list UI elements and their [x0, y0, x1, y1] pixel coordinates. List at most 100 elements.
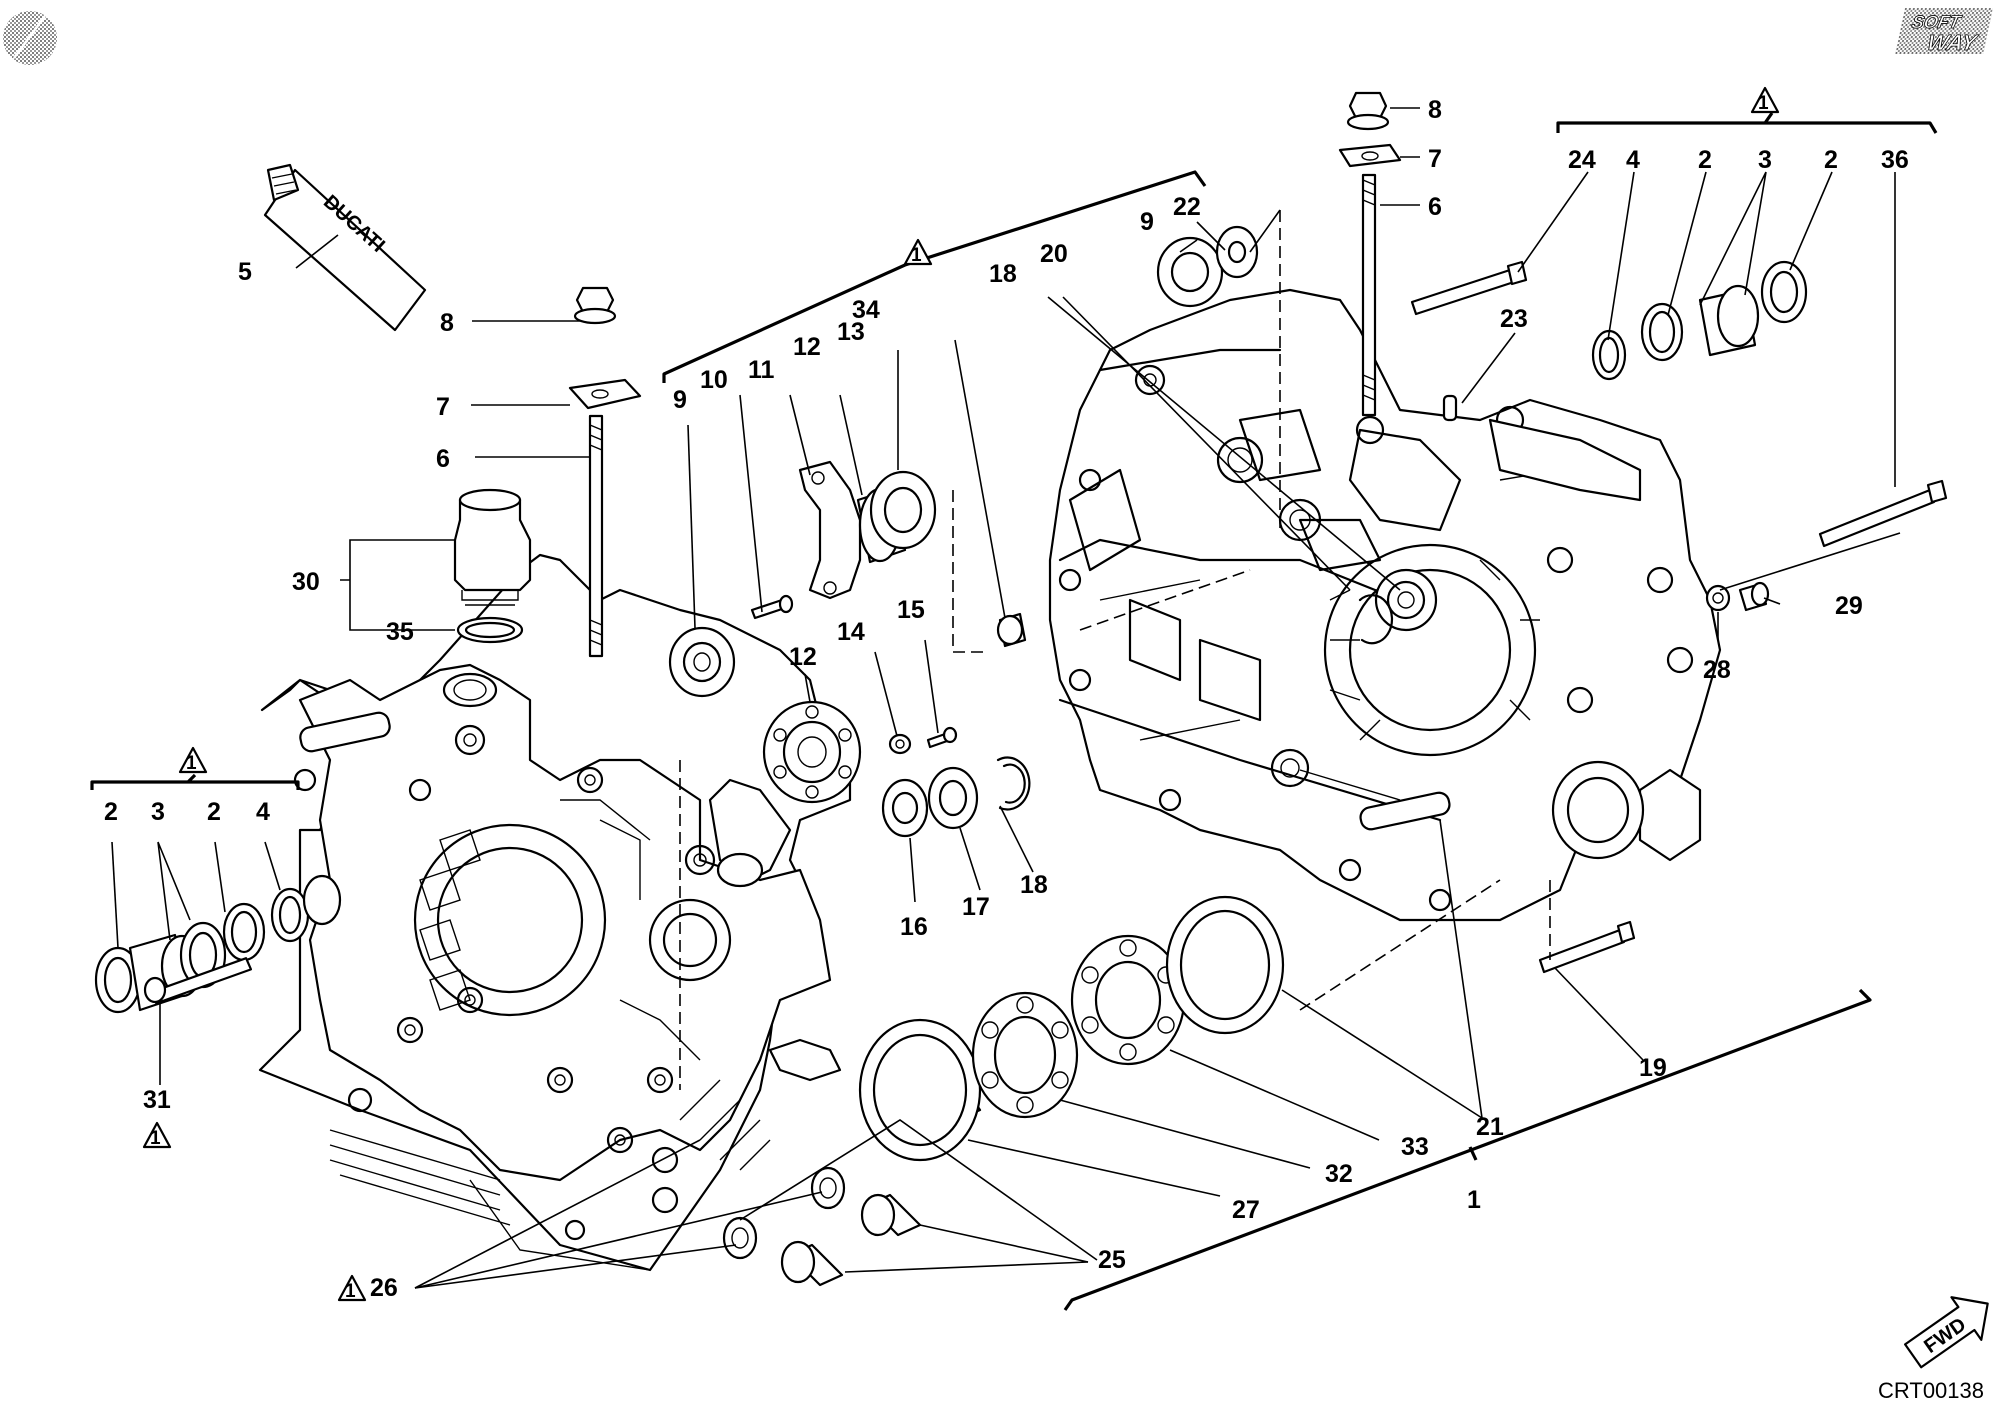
- kit-bracket-bottom: [1063, 988, 1872, 1311]
- callout-13: 13: [837, 318, 865, 346]
- callout-34: 34: [852, 296, 880, 324]
- callout-4: 4: [256, 798, 270, 826]
- callout-9: 9: [1140, 208, 1154, 236]
- callout-30: 30: [292, 568, 320, 596]
- washer-28: [1705, 584, 1731, 612]
- kit-symbol-label: 1: [1758, 93, 1769, 114]
- circlip-18: [996, 756, 1031, 811]
- callout-24: 24: [1568, 146, 1596, 174]
- callout-3: 3: [151, 798, 165, 826]
- callout-2: 2: [1824, 146, 1838, 174]
- callout-8: 8: [440, 309, 454, 337]
- bolt-31: [143, 957, 253, 1005]
- logo-line1: SOFT: [1910, 12, 1964, 32]
- washer-22: [1215, 225, 1259, 279]
- left-crankcase-half: [258, 553, 852, 1272]
- callout-15: 15: [897, 596, 925, 624]
- right-crankcase-half: [1048, 288, 1722, 922]
- callout-labels: 1 2 2 2 2 3 3 4 4 5 6 6 7 7 8 8 9 9 10 1…: [104, 96, 1909, 1302]
- plug-25-lower: [780, 1240, 844, 1287]
- callout-1: 1: [1467, 1186, 1481, 1214]
- kit-bracket-top-right: [1556, 112, 1938, 134]
- bearing-12-lower: [762, 700, 862, 804]
- bush-27: [858, 1018, 982, 1162]
- callout-23: 23: [1500, 305, 1528, 333]
- kit-symbols: 1 1 1 1 1: [142, 86, 1780, 1302]
- callout-18: 18: [1020, 871, 1048, 899]
- callout-12: 12: [793, 333, 821, 361]
- right-stud-assembly: [1338, 91, 1402, 417]
- softway-logo: SOFT WAY: [1895, 8, 1993, 55]
- callout-8: 8: [1428, 96, 1442, 124]
- callout-18: 18: [989, 260, 1017, 288]
- callout-19: 19: [1639, 1054, 1667, 1082]
- callout-14: 14: [837, 618, 865, 646]
- sealant-tube: DUCATI: [263, 163, 427, 332]
- circlip-20: [1358, 594, 1394, 645]
- bearing-9-left: [668, 626, 736, 698]
- dowel-23: [1442, 394, 1458, 422]
- seal-13: [869, 470, 937, 550]
- kit-symbol-label: 1: [150, 1128, 161, 1149]
- logo-line2: WAY: [1925, 30, 1981, 55]
- callout-9: 9: [673, 386, 687, 414]
- bolt-19: [1538, 920, 1636, 974]
- callout-28: 28: [1703, 656, 1731, 684]
- callout-10: 10: [700, 366, 728, 394]
- plug-25-upper: [860, 1193, 922, 1237]
- callout-22: 22: [1173, 193, 1201, 221]
- callout-2: 2: [207, 798, 221, 826]
- forward-arrow-icon: FWD: [1904, 1296, 1989, 1369]
- callout-3: 3: [1758, 146, 1772, 174]
- callout-6: 6: [1428, 193, 1442, 221]
- bearing-32: [971, 991, 1079, 1119]
- callout-20: 20: [1040, 240, 1068, 268]
- bearing-9-right: [1156, 236, 1224, 308]
- callout-17: 17: [962, 893, 990, 921]
- kit-symbol-label: 1: [345, 1281, 356, 1302]
- washer-14: [888, 733, 912, 755]
- alignment-lines: [679, 210, 1551, 1090]
- callout-21: 21: [1476, 1113, 1504, 1141]
- callout-2: 2: [104, 798, 118, 826]
- callout-26: 26: [370, 1274, 398, 1302]
- callout-29: 29: [1835, 592, 1863, 620]
- right-main-bearing-stack: [1591, 260, 1808, 381]
- retainer-plate-11: [798, 460, 862, 600]
- callout-27: 27: [1232, 1196, 1260, 1224]
- callout-25: 25: [1098, 1246, 1126, 1274]
- callout-35: 35: [386, 618, 414, 646]
- washer-26-lower: [722, 1216, 758, 1260]
- left-stud-assembly: [568, 286, 642, 658]
- callout-2: 2: [1698, 146, 1712, 174]
- callout-32: 32: [1325, 1160, 1353, 1188]
- kit-symbol-label: 1: [186, 753, 197, 774]
- bearing-17: [927, 766, 979, 830]
- bush-21: [1165, 895, 1285, 1035]
- seal-16: [881, 778, 929, 838]
- plug-29: [1738, 581, 1770, 612]
- bolt-36: [1818, 479, 1948, 548]
- callout-11: 11: [748, 356, 775, 384]
- kit-symbol-label: 1: [911, 245, 922, 266]
- breather-assembly: [453, 488, 532, 644]
- callout-12: 12: [789, 643, 817, 671]
- kit-bracket-left: [90, 773, 300, 790]
- washer-26-upper: [810, 1166, 846, 1210]
- callout-33: 33: [1401, 1133, 1429, 1161]
- screw-10: [750, 594, 794, 620]
- callout-5: 5: [238, 258, 252, 286]
- callout-36: 36: [1881, 146, 1909, 174]
- callout-16: 16: [900, 913, 928, 941]
- callout-7: 7: [1428, 145, 1442, 173]
- callout-31: 31: [143, 1086, 171, 1114]
- leader-lines: [111, 107, 1901, 1289]
- screw-15: [926, 726, 958, 749]
- dowel-34: [996, 612, 1027, 648]
- drawing-code: CRT00138: [1878, 1378, 1984, 1403]
- callout-4: 4: [1626, 146, 1640, 174]
- callout-6: 6: [436, 445, 450, 473]
- corner-disc-icon: [3, 11, 57, 65]
- callout-7: 7: [436, 393, 450, 421]
